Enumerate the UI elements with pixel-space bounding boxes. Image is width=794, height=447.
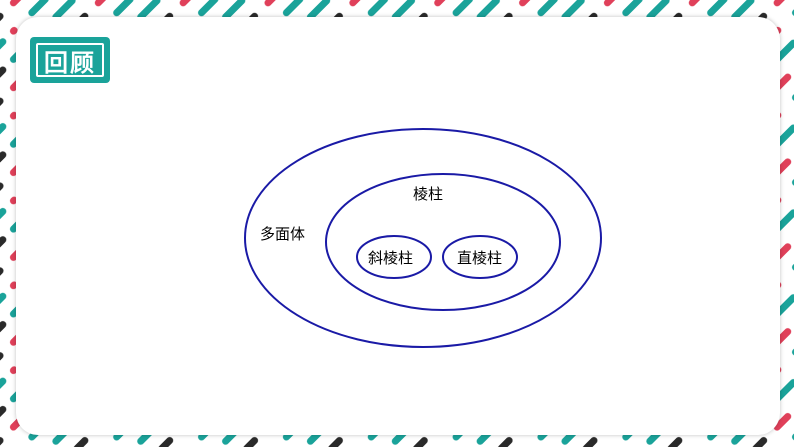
label-polyhedron: 多面体 [260, 225, 306, 243]
inner-ellipse-oblique-prism [356, 235, 432, 279]
middle-ellipse-prism [325, 173, 561, 311]
page-title: 回顾 [44, 48, 96, 77]
slide-card [16, 17, 780, 435]
label-oblique-prism: 斜棱柱 [368, 249, 414, 267]
title-badge-frame: 回顾 [36, 43, 104, 77]
inner-ellipse-right-prism [442, 235, 518, 279]
title-badge: 回顾 [30, 37, 110, 83]
outer-ellipse-polyhedron [244, 128, 602, 348]
label-prism: 棱柱 [413, 185, 444, 203]
label-right-prism: 直棱柱 [457, 249, 503, 267]
